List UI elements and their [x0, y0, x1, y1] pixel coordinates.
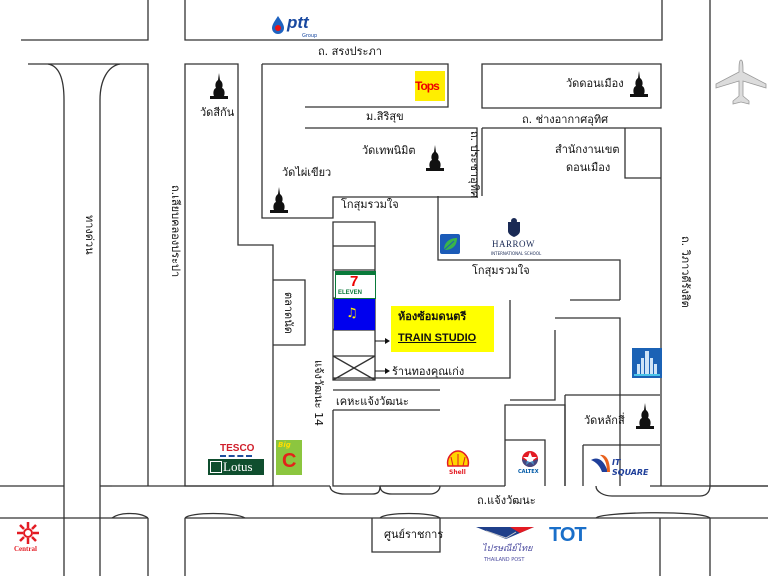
road-label-chaengwattana: ถ.แจ้งวัฒนะ — [477, 494, 536, 507]
road-label-prachautit: ถ. ประชาอุทิศ — [468, 131, 481, 198]
ptt-sub: Group — [302, 33, 318, 39]
thailand-post-th: ไปรษณีย์ไทย — [482, 544, 533, 554]
bigc-big-text: Big — [278, 441, 291, 449]
studio-callout[interactable]: ห้องซ้อมดนตรี TRAIN STUDIO — [391, 306, 494, 352]
ptt-text: ptt — [287, 13, 309, 32]
tops-text: Tops — [415, 79, 440, 93]
place-wat-si-kan: วัดสีกัน — [200, 106, 235, 119]
seven-eleven-sub: ELEVEN — [338, 290, 363, 296]
place-wat-lak-si: วัดหลักสี่ — [584, 414, 625, 427]
road-label-tollway: ทางด่วน — [83, 215, 96, 255]
place-district-office-line2: ดอนเมือง — [566, 161, 611, 174]
temple-icon — [630, 71, 648, 97]
place-district-office-line1: สำนักงานเขต — [555, 143, 620, 156]
temple-icon — [426, 145, 444, 171]
temple-icon — [270, 187, 288, 213]
music-note-icon: ♫ — [346, 306, 358, 321]
lotus-text: Lotus — [223, 459, 253, 474]
harrow-text: HARROW — [492, 239, 535, 249]
central-text: Central — [14, 545, 37, 553]
seven-eleven-logo: 7 ELEVEN — [335, 271, 376, 299]
harrow-logo: HARROW INTERNATIONAL SCHOOL — [490, 218, 542, 260]
studio-cell[interactable]: ♫ — [334, 299, 375, 330]
itsquare-logo: IT SQUARE — [590, 452, 658, 477]
road-label-changakart: ถ. ช่างอากาศอุทิศ — [522, 113, 609, 126]
shell-logo: Shell — [446, 450, 472, 478]
shell-text: Shell — [449, 469, 466, 476]
caltex-logo: CALTEX — [516, 450, 544, 476]
road-label-kosumruamjai-2: โกสุมรวมใจ — [472, 264, 530, 277]
seven-eleven-number: 7 — [350, 273, 359, 290]
itsquare-text: IT SQUARE — [612, 458, 649, 477]
road-label-kosumruamjai-1: โกสุมรวมใจ — [341, 198, 399, 211]
studio-name-th: ห้องซ้อมดนตรี — [398, 310, 467, 323]
ptt-logo: ptt Group — [272, 14, 328, 40]
harrow-sub: INTERNATIONAL SCHOOL — [491, 251, 542, 256]
place-wat-thep-nimit: วัดเทพนิมิต — [362, 144, 416, 157]
tot-text: TOT — [549, 524, 587, 546]
arrow-to-gold-shop — [375, 368, 390, 374]
road-label-liab-khlong: ถ.เลียบคลองประปา — [169, 185, 182, 278]
thailand-post-logo: ไปรษณีย์ไทย THAILAND POST — [476, 526, 538, 570]
caltex-text: CALTEX — [518, 469, 539, 475]
road-label-chaengwattana14: แจ้งวัฒนะ 14 — [312, 360, 325, 426]
thailand-post-en: THAILAND POST — [484, 557, 525, 563]
bangchak-logo — [440, 234, 460, 254]
tops-logo: Tops — [415, 71, 445, 101]
studio-name-en: TRAIN STUDIO — [398, 332, 477, 344]
place-market: ตลาดนัด — [282, 292, 295, 334]
lotus-flower-icon — [210, 461, 222, 473]
place-wat-phai-khiao: วัดไผ่เขียว — [282, 166, 332, 179]
road-label-det-chaengwattana: เคหะแจ้งวัฒนะ — [336, 395, 409, 408]
road-label-moo-sirisuk: ม.สิริสุข — [366, 110, 404, 123]
tesco-lotus-logo: TESCO Lotus — [208, 443, 264, 475]
government-building-logo — [632, 348, 662, 378]
place-government-center: ศูนย์ราชการ — [384, 528, 444, 541]
road-label-vibhavadi: ถ. วิภาวดีรังสิต — [679, 236, 692, 308]
place-wat-don-mueang: วัดดอนเมือง — [566, 77, 624, 90]
temple-icon — [210, 73, 228, 99]
temple-icon — [636, 403, 654, 429]
bigc-letter: C — [282, 450, 297, 472]
airplane-icon — [715, 59, 767, 105]
tesco-text: TESCO — [220, 443, 255, 454]
bigc-logo: Big C — [276, 440, 302, 475]
tot-logo: TOT — [549, 524, 609, 546]
road-label-songprapa: ถ. สรงประภา — [318, 45, 382, 58]
central-logo: Central — [8, 522, 48, 554]
place-gold-shop: ร้านทองคุณเก่ง — [392, 365, 465, 378]
arrow-to-studio — [375, 338, 390, 344]
